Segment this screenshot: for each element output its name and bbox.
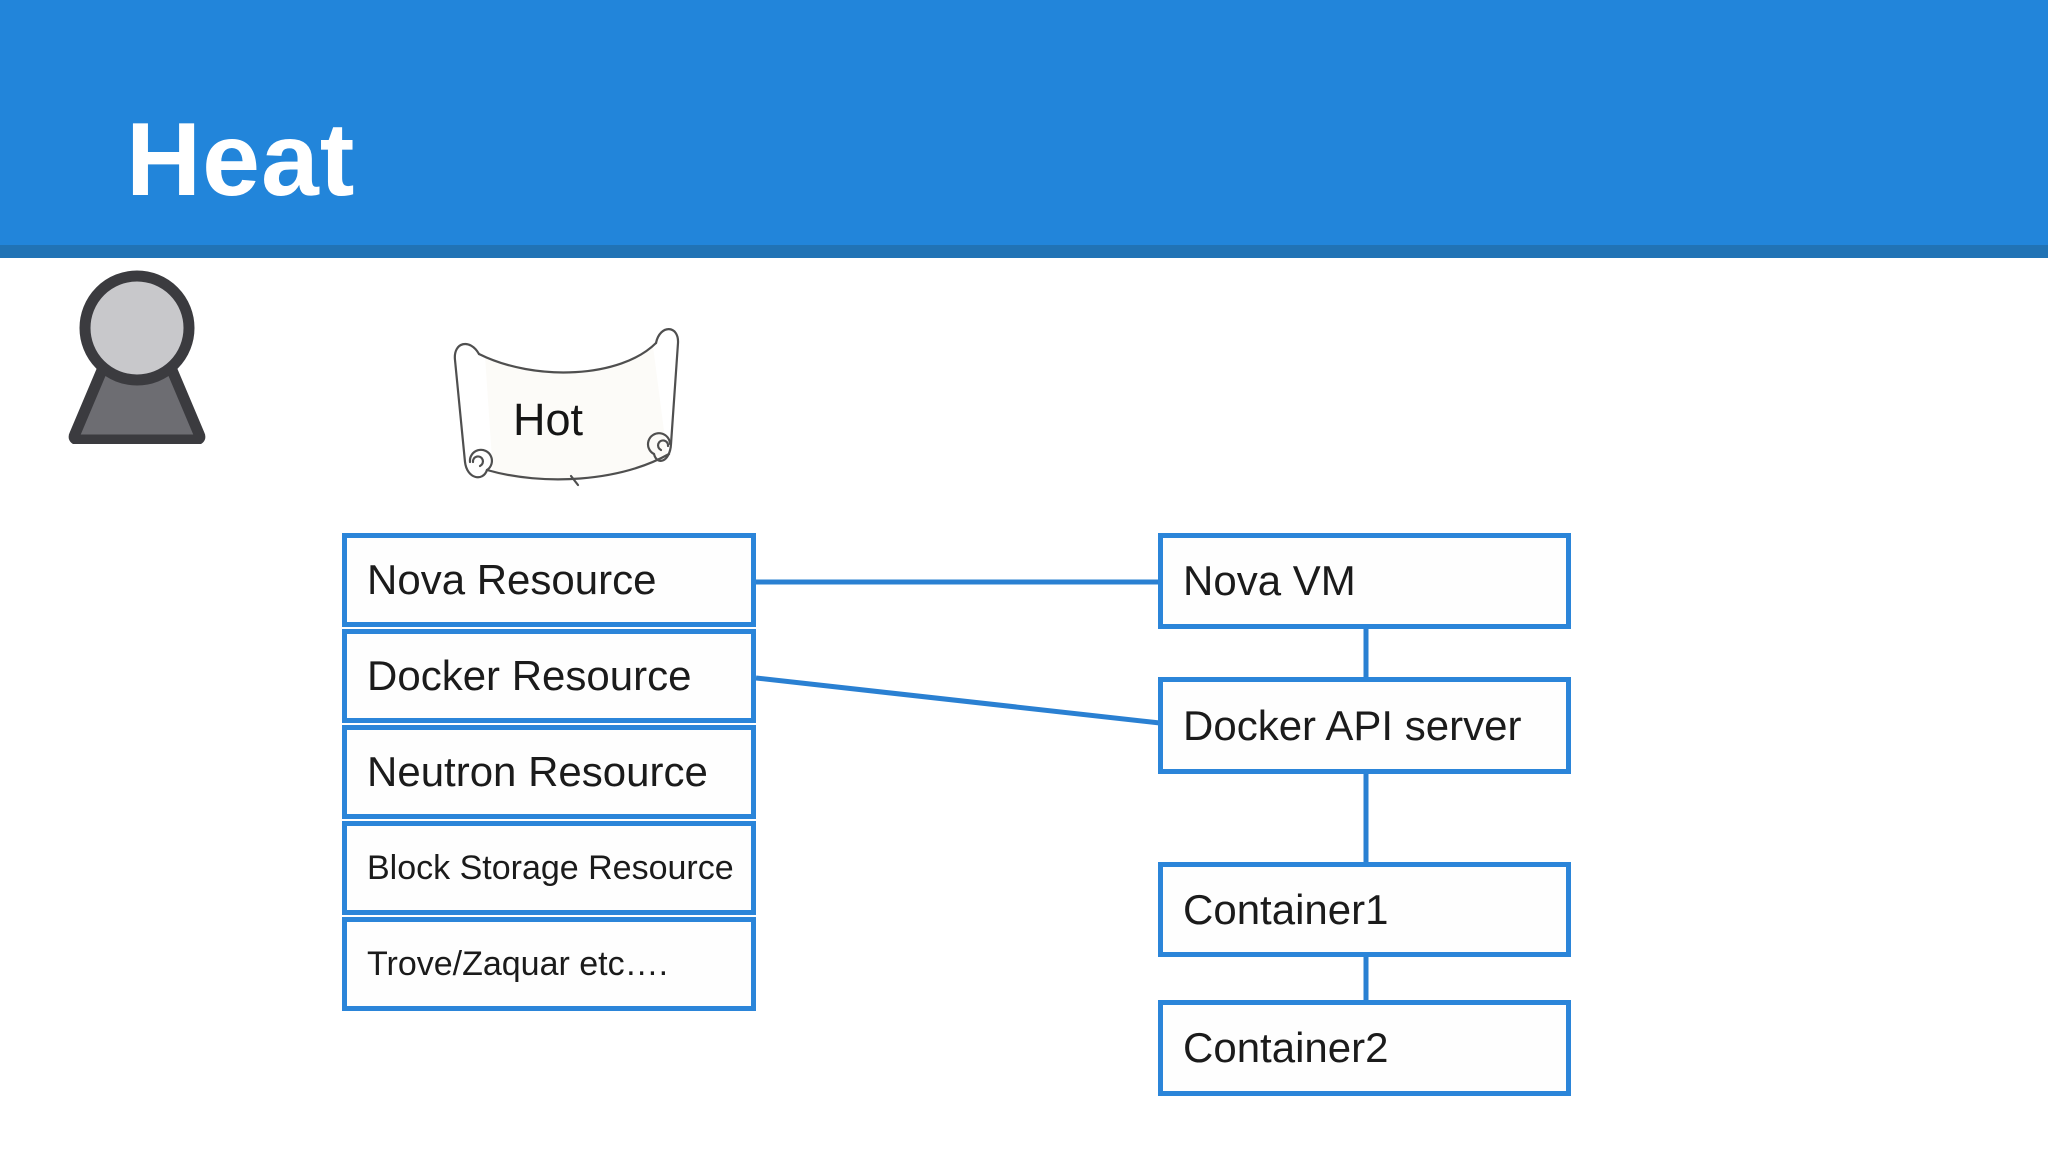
resource-box-neutron: Neutron Resource — [342, 725, 756, 819]
resource-box-neutron-label: Neutron Resource — [367, 748, 708, 795]
resource-box-nova: Nova Resource — [342, 533, 756, 627]
entity-box-nova-vm-label: Nova VM — [1183, 557, 1356, 604]
user-head-shape — [79, 270, 195, 386]
entity-box-container2: Container2 — [1158, 1000, 1571, 1096]
entity-box-container1: Container1 — [1158, 862, 1571, 957]
entity-box-docker-api-server-label: Docker API server — [1183, 701, 1522, 749]
resource-box-trove-zaquar: Trove/Zaquar etc…. — [342, 917, 756, 1011]
resource-box-docker-label: Docker Resource — [367, 652, 692, 699]
resource-box-block-storage-label: Block Storage Resource — [367, 848, 734, 887]
scroll-label: Hot — [512, 394, 584, 445]
header-accent-strip — [0, 245, 2048, 258]
connector-docker-resource-to-docker-api — [755, 675, 1161, 726]
hot-template-scroll-icon — [453, 328, 680, 487]
hot-template-scroll: Hot — [423, 316, 693, 506]
header-bar — [0, 0, 2048, 245]
user-silhouette-icon — [68, 270, 206, 444]
resource-box-block-storage: Block Storage Resource — [342, 821, 756, 915]
entity-box-docker-api-server: Docker API server — [1158, 677, 1571, 774]
resource-box-docker: Docker Resource — [342, 629, 756, 723]
resource-box-trove-zaquar-label: Trove/Zaquar etc…. — [367, 944, 669, 983]
page-title: Heat — [126, 102, 356, 218]
resource-box-nova-label: Nova Resource — [367, 556, 657, 603]
entity-box-container2-label: Container2 — [1183, 1024, 1389, 1071]
entity-box-container1-label: Container1 — [1183, 885, 1389, 933]
entity-box-nova-vm: Nova VM — [1158, 533, 1571, 629]
